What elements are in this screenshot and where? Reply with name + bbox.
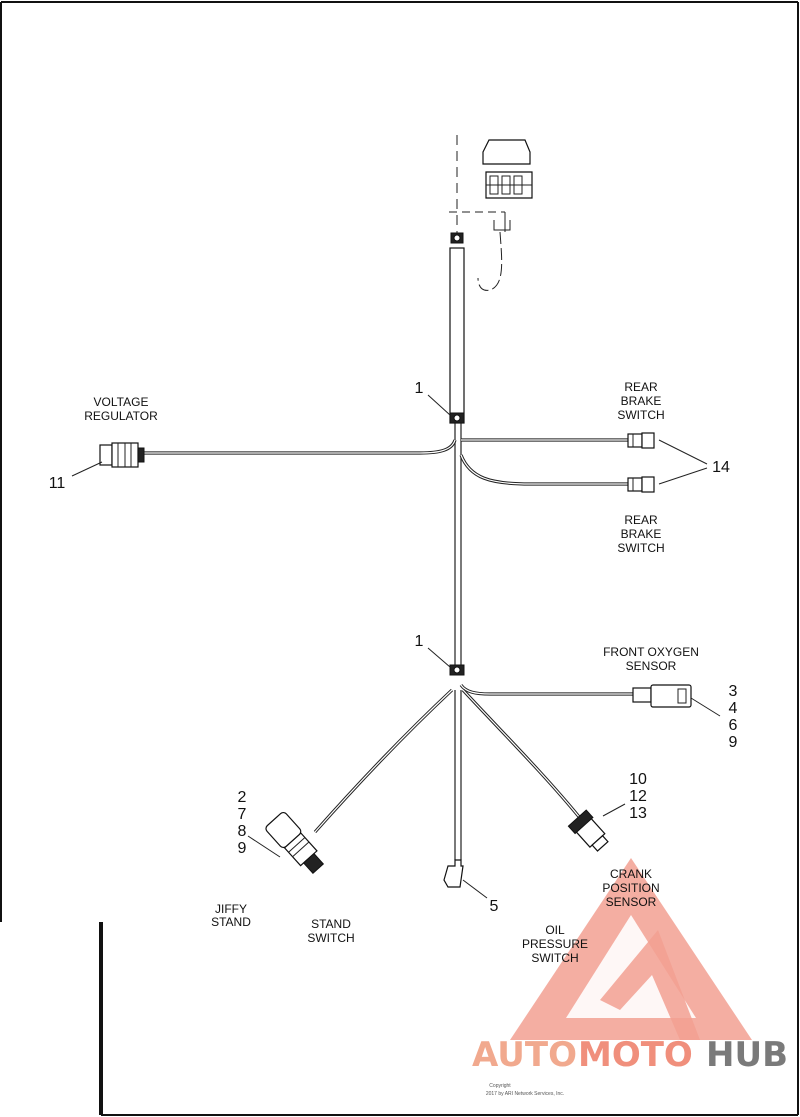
svg-text:PRESSURE: PRESSURE — [522, 937, 588, 951]
svg-text:STAND: STAND — [211, 915, 251, 929]
svg-text:SENSOR: SENSOR — [626, 659, 677, 673]
callout-rear-brake: 14 — [712, 459, 730, 476]
harness-trunk — [449, 232, 465, 860]
svg-text:SWITCH: SWITCH — [307, 931, 354, 945]
svg-text:Copyright: Copyright — [489, 1083, 511, 1089]
callout-oxygen-2: 4 — [729, 700, 738, 717]
svg-text:BRAKE: BRAKE — [621, 394, 662, 408]
svg-text:STAND: STAND — [311, 917, 351, 931]
rear-brake-branch-top — [461, 432, 655, 449]
label-voltage-regulator: VOLTAGE REGULATOR — [84, 395, 158, 423]
clip-lower — [427, 647, 465, 676]
callout-jiffy-2: 7 — [238, 806, 247, 823]
oil-pressure-switch-icon — [443, 859, 464, 888]
jiffy-stand-connector-icon — [265, 811, 325, 875]
label-rear-brake-switch-bottom: REAR BRAKE SWITCH — [617, 513, 664, 555]
oxygen-sensor-branch — [459, 683, 721, 717]
callout-numbers: 1 1 11 14 3 4 6 9 10 12 13 5 2 7 8 9 — [49, 380, 738, 915]
callout-clip-upper: 1 — [415, 380, 424, 397]
connector-cap-icon — [482, 139, 531, 165]
rear-brake-connector-bottom-icon — [627, 477, 643, 492]
svg-text:POSITION: POSITION — [602, 881, 659, 895]
label-jiffy-stand-switch: JIFFY STAND STAND SWITCH — [211, 902, 355, 945]
svg-text:REAR: REAR — [624, 513, 658, 527]
watermark-text-auto: AUTO — [472, 1035, 577, 1075]
oxygen-sensor-connector-icon — [650, 684, 692, 708]
watermark-text-hub: HUB — [706, 1035, 788, 1075]
main-connector — [449, 135, 533, 291]
rear-brake-connector-top-icon — [627, 433, 643, 448]
label-crank-position-sensor: CRANK POSITION SENSOR — [602, 867, 659, 909]
callout-oxygen-4: 9 — [729, 734, 738, 751]
svg-text:2017 by ARI Network Services,: 2017 by ARI Network Services, Inc. — [486, 1091, 564, 1097]
svg-text:BRAKE: BRAKE — [621, 527, 662, 541]
jiffy-stand-branch — [247, 688, 454, 875]
crank-sensor-connector-icon — [567, 809, 609, 852]
svg-text:VOLTAGE: VOLTAGE — [94, 395, 149, 409]
label-rear-brake-switch-top: REAR BRAKE SWITCH — [617, 380, 664, 422]
callout-crank-1: 10 — [629, 771, 647, 788]
copyright-notice: Copyright 2017 by ARI Network Services, … — [486, 1083, 564, 1097]
watermark-logo: AUTO MOTO HUB — [472, 858, 788, 1075]
svg-text:FRONT OXYGEN: FRONT OXYGEN — [603, 645, 699, 659]
svg-text:JIFFY: JIFFY — [215, 902, 247, 916]
callout-crank-2: 12 — [629, 788, 647, 805]
svg-text:SWITCH: SWITCH — [531, 951, 578, 965]
svg-text:REGULATOR: REGULATOR — [84, 409, 158, 423]
svg-text:SWITCH: SWITCH — [617, 408, 664, 422]
voltage-regulator-branch — [71, 439, 457, 477]
crank-sensor-branch — [461, 688, 626, 852]
svg-text:CRANK: CRANK — [610, 867, 652, 881]
callout-voltage-regulator: 11 — [49, 475, 66, 492]
callout-jiffy-1: 2 — [238, 789, 247, 806]
svg-text:REAR: REAR — [624, 380, 658, 394]
svg-text:OIL: OIL — [545, 923, 565, 937]
callout-jiffy-4: 9 — [238, 840, 247, 857]
clip-upper — [427, 394, 465, 424]
oil-pressure-branch — [443, 859, 488, 899]
svg-text:SENSOR: SENSOR — [606, 895, 657, 909]
rear-brake-branch-bottom — [459, 454, 655, 493]
callout-oil-pressure: 5 — [490, 898, 499, 915]
watermark-text-moto: MOTO — [578, 1035, 693, 1075]
callout-clip-lower: 1 — [415, 633, 424, 650]
callout-oxygen-1: 3 — [729, 683, 738, 700]
label-oil-pressure-switch: OIL PRESSURE SWITCH — [522, 923, 588, 965]
callout-crank-3: 13 — [629, 805, 647, 822]
svg-text:SWITCH: SWITCH — [617, 541, 664, 555]
callout-oxygen-3: 6 — [729, 717, 738, 734]
label-front-oxygen-sensor: FRONT OXYGEN SENSOR — [603, 645, 699, 673]
callout-jiffy-3: 8 — [238, 823, 247, 840]
